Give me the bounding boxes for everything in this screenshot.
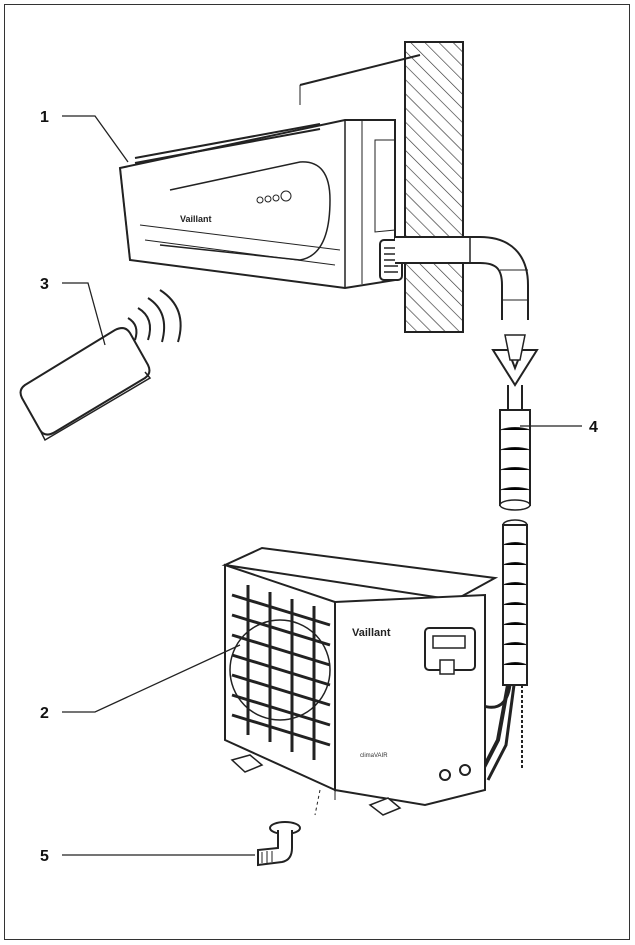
callout-4: 4 xyxy=(589,419,598,436)
outdoor-brand-label: Vaillant xyxy=(352,627,391,639)
outdoor-unit xyxy=(221,546,499,816)
callout-5: 5 xyxy=(40,848,49,865)
leader-2 xyxy=(62,644,241,713)
callout-leaders xyxy=(62,115,582,856)
indoor-unit xyxy=(118,119,403,290)
outdoor-model-label: climaVAIR xyxy=(360,753,388,759)
callout-2: 2 xyxy=(40,705,49,722)
callout-3: 3 xyxy=(40,276,49,293)
indoor-brand-label: Vaillant xyxy=(180,214,212,224)
remote-control xyxy=(19,289,182,442)
callout-1: 1 xyxy=(40,109,49,126)
refrigerant-pipe xyxy=(395,236,539,781)
drain-connector xyxy=(257,789,321,867)
wall xyxy=(299,41,464,333)
leader-1 xyxy=(62,115,129,163)
figure-frame xyxy=(4,4,630,940)
leader-3 xyxy=(62,282,106,346)
